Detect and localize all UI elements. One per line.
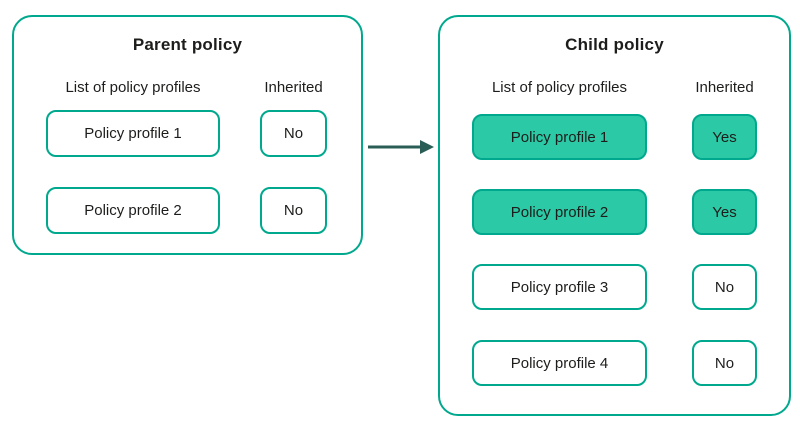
child-profiles-column-header: List of policy profiles (491, 79, 628, 96)
table-row: Policy profile 4 No (440, 340, 789, 386)
child-policy-title: Child policy (565, 35, 664, 54)
inherited-badge: Yes (692, 114, 757, 160)
policy-profile-box: Policy profile 2 (472, 189, 647, 235)
policy-profile-box: Policy profile 2 (46, 187, 220, 234)
inherited-badge: No (692, 264, 757, 310)
parent-inherited-column-header: Inherited (264, 79, 323, 96)
child-inherited-column-header: Inherited (695, 79, 754, 96)
inherited-badge: No (692, 340, 757, 386)
parent-policy-title: Parent policy (132, 35, 243, 54)
parent-profiles-column-header: List of policy profiles (65, 79, 201, 96)
table-row: Policy profile 3 No (440, 264, 789, 310)
child-policy-box: Child policy List of policy profiles Inh… (438, 15, 791, 416)
policy-profile-box: Policy profile 1 (46, 110, 220, 157)
inherited-badge: Yes (692, 189, 757, 235)
policy-profile-box: Policy profile 4 (472, 340, 647, 386)
inheritance-arrow-icon (368, 140, 434, 154)
parent-policy-box: Parent policy List of policy profiles In… (12, 15, 363, 255)
policy-profile-box: Policy profile 1 (472, 114, 647, 160)
table-row: Policy profile 1 No (14, 110, 361, 157)
table-row: Policy profile 2 Yes (440, 189, 789, 235)
inherited-badge: No (260, 187, 327, 234)
policy-profile-box: Policy profile 3 (472, 264, 647, 310)
table-row: Policy profile 1 Yes (440, 114, 789, 160)
inherited-badge: No (260, 110, 327, 157)
table-row: Policy profile 2 No (14, 187, 361, 234)
